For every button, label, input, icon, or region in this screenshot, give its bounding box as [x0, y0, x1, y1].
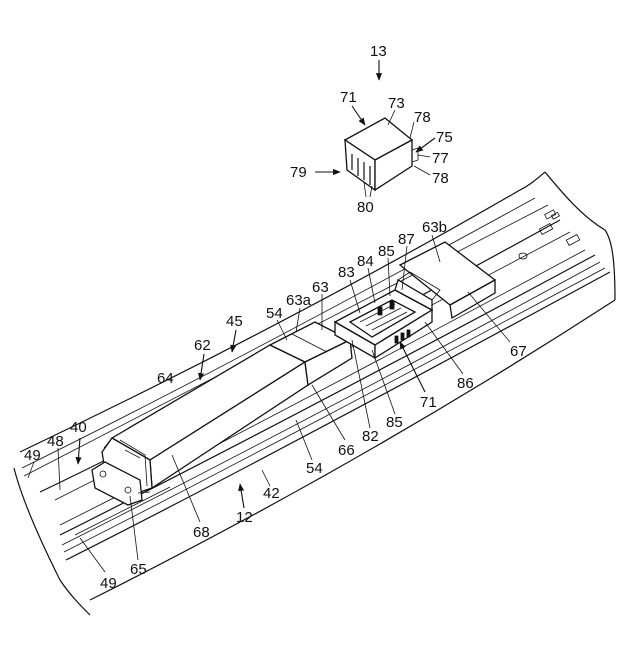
label-65: 65	[130, 561, 147, 578]
label-84: 84	[357, 253, 374, 270]
label-85-bottom: 85	[386, 414, 403, 431]
label-62: 62	[194, 337, 211, 354]
label-87: 87	[398, 231, 415, 248]
label-86: 86	[457, 375, 474, 392]
label-78-bottom: 78	[432, 170, 449, 187]
label-49-bottom: 49	[100, 575, 117, 592]
label-85-top: 85	[378, 243, 395, 260]
label-63a: 63a	[286, 292, 312, 309]
rail-body	[14, 172, 615, 615]
label-77: 77	[432, 150, 449, 167]
label-48: 48	[47, 433, 64, 450]
label-71-top: 71	[340, 89, 357, 106]
label-67: 67	[510, 343, 527, 360]
label-63: 63	[312, 279, 329, 296]
label-73: 73	[388, 95, 405, 112]
label-75: 75	[436, 129, 453, 146]
label-82: 82	[362, 428, 379, 445]
label-64: 64	[157, 370, 174, 387]
label-83: 83	[338, 264, 355, 281]
label-71-bottom: 71	[420, 394, 437, 411]
label-49-top: 49	[24, 447, 41, 464]
label-13: 13	[370, 43, 387, 60]
label-40: 40	[70, 419, 87, 436]
label-63b: 63b	[422, 219, 447, 236]
label-78-top: 78	[414, 109, 431, 126]
label-45: 45	[226, 313, 243, 330]
label-80: 80	[357, 199, 374, 216]
label-79: 79	[290, 164, 307, 181]
label-54-top: 54	[266, 305, 283, 322]
label-68: 68	[193, 524, 210, 541]
label-12: 12	[236, 509, 253, 526]
connector-cube	[345, 118, 418, 190]
label-54-bottom: 54	[306, 460, 323, 477]
label-42: 42	[263, 485, 280, 502]
label-66: 66	[338, 442, 355, 459]
